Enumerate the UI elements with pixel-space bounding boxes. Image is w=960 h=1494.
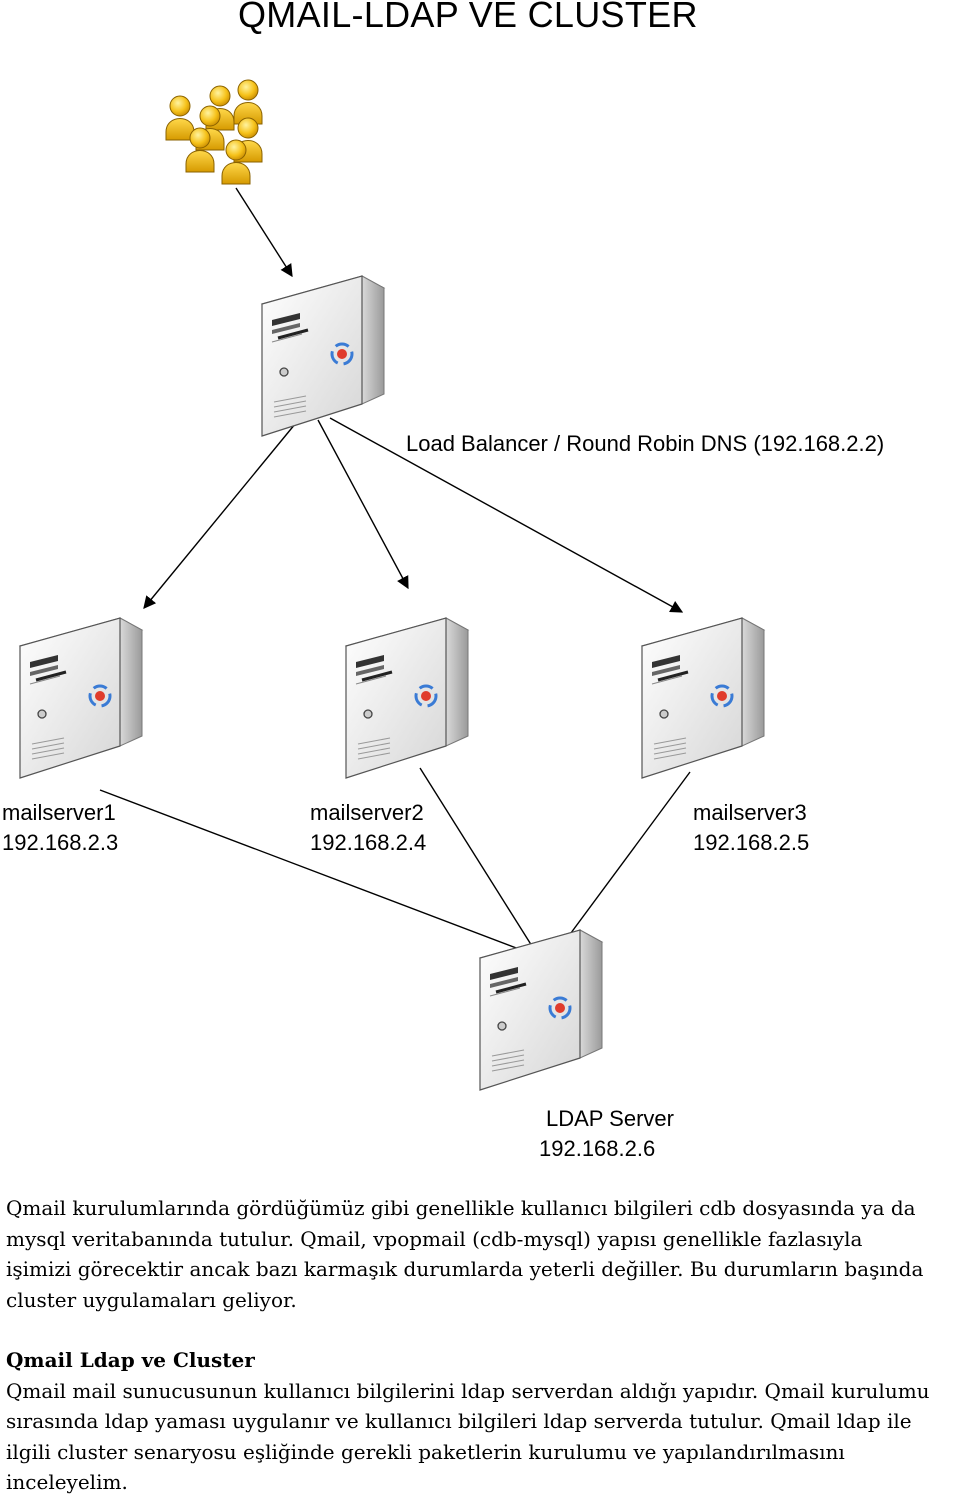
arrow-users-to-balancer (235, 187, 293, 278)
intro-paragraph: Qmail kurulumlarında gördüğümüz gibi gen… (6, 1193, 958, 1315)
arrow-mailserver1-to-ldap (99, 789, 550, 962)
mailserver1-ip: 192.168.2.3 (2, 830, 119, 855)
mailserver3-server-icon (640, 616, 766, 780)
mailserver2-ip: 192.168.2.4 (310, 830, 427, 855)
mailserver2-server-icon (344, 616, 470, 780)
mailserver1-name: mailserver1 (2, 800, 116, 825)
arrow-balancer-to-mailserver3 (329, 417, 684, 613)
network-diagram (18, 79, 766, 1092)
load-balancer-label: Load Balancer / Round Robin DNS (192.168… (406, 431, 885, 456)
mailserver3-name: mailserver3 (693, 800, 807, 825)
ldap-server-name: LDAP Server (546, 1106, 674, 1131)
paragraph-line: Qmail kurulumlarında gördüğümüz gibi gen… (6, 1196, 916, 1220)
paragraph-line: mysql veritabanında tutulur. Qmail, vpop… (6, 1226, 863, 1251)
ldap-server-icon (478, 928, 604, 1092)
section-heading: Qmail Ldap ve Cluster (6, 1348, 255, 1372)
section-qmail-ldap: Qmail Ldap ve Cluster Qmail mail sunucus… (6, 1345, 958, 1494)
ldap-server-ip: 192.168.2.6 (539, 1136, 656, 1161)
paragraph-line: sırasında ldap yaması uygulanır ve kulla… (6, 1409, 912, 1433)
arrow-mailserver2-to-ldap (419, 767, 543, 964)
connection-arrows (99, 187, 691, 966)
mailserver1-server-icon (18, 616, 144, 780)
arrow-balancer-to-mailserver1 (143, 417, 301, 609)
arrow-balancer-to-mailserver2 (317, 419, 409, 590)
mailserver2-name: mailserver2 (310, 800, 424, 825)
users-group-icon (165, 79, 263, 185)
paragraph-line: inceleyelim. (6, 1470, 128, 1494)
load-balancer-server-icon (260, 274, 386, 438)
page-title: QMAIL-LDAP VE CLUSTER (238, 0, 698, 35)
mailserver3-ip: 192.168.2.5 (693, 830, 810, 855)
paragraph-line: işimizi görecektir ancak bazı karmaşık d… (6, 1257, 924, 1281)
paragraph-line: cluster uygulamaları geliyor. (6, 1287, 297, 1312)
paragraph-line: Qmail mail sunucusunun kullanıcı bilgile… (6, 1378, 930, 1403)
paragraph-line: ilgili cluster senaryosu eşliğinde gerek… (6, 1439, 845, 1464)
